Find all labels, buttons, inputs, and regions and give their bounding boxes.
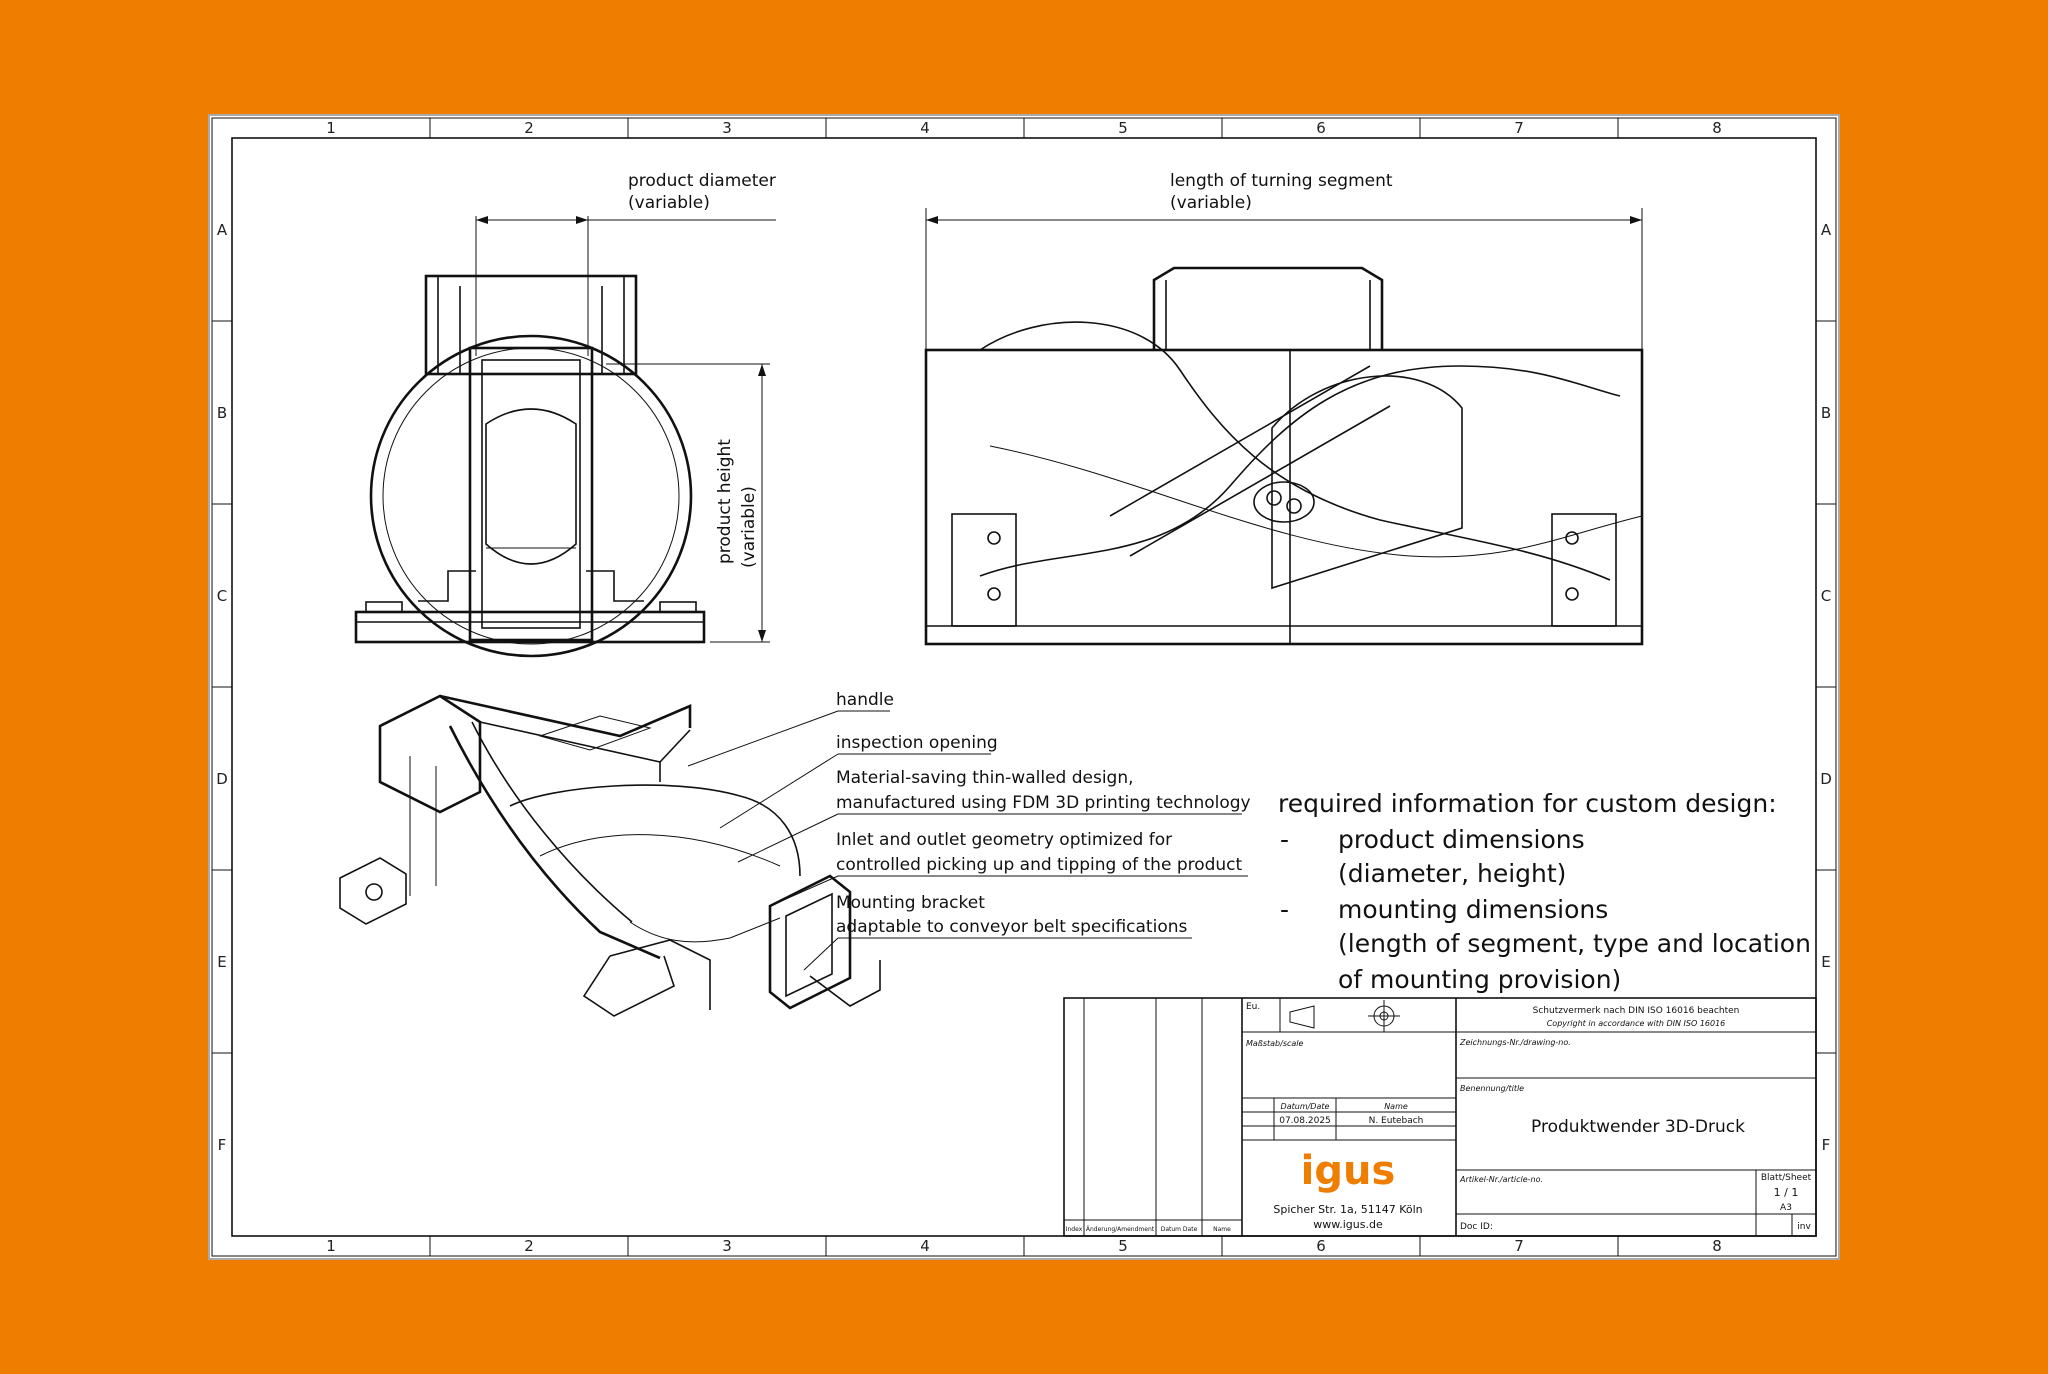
- requirement-1-line-2: (diameter, height): [1338, 859, 1566, 888]
- callout-inspection-opening: inspection opening: [836, 733, 998, 753]
- row-label-left-d: D: [216, 770, 228, 788]
- col-label-bottom-6: 6: [1316, 1237, 1326, 1255]
- col-label-bottom-1: 1: [326, 1237, 336, 1255]
- tb-eu: Eu.: [1246, 1002, 1260, 1012]
- tb-date: 07.08.2025: [1279, 1116, 1331, 1126]
- outer-frame: [211, 117, 1837, 1257]
- technical-drawing: 1 2 3 4 5 6 7 8 1 2 3 4 5 6 7 8 A B C D …: [211, 117, 1837, 1257]
- height-label-1: product height: [715, 439, 735, 564]
- tb-copyright-2: Copyright in accordance with DIN ISO 160…: [1547, 1019, 1726, 1028]
- row-label-left-a: A: [217, 221, 228, 239]
- height-label-2: (variable): [739, 486, 759, 568]
- tb-title: Produktwender 3D-Druck: [1531, 1117, 1745, 1137]
- col-label-bottom-4: 4: [920, 1237, 930, 1255]
- row-label-right-f: F: [1822, 1136, 1831, 1154]
- requirement-2-line-1: mounting dimensions: [1338, 895, 1608, 924]
- grid-ticks: [212, 118, 1836, 1256]
- tb-article-label: Artikel-Nr./article-no.: [1459, 1175, 1543, 1184]
- tb-scale-label: Maßstab/scale: [1246, 1039, 1304, 1048]
- row-label-right-b: B: [1821, 404, 1831, 422]
- tb-change: Änderung/Amendment: [1086, 1226, 1155, 1233]
- length-label-1: length of turning segment: [1170, 171, 1393, 191]
- tb-sheet-label: Blatt/Sheet: [1761, 1173, 1812, 1183]
- col-label-top-1: 1: [326, 119, 336, 137]
- col-label-top-4: 4: [920, 119, 930, 137]
- tb-rev-name: Name: [1213, 1226, 1231, 1233]
- row-label-right-e: E: [1821, 953, 1830, 971]
- tb-title-label: Benennung/title: [1460, 1084, 1524, 1093]
- row-label-left-e: E: [217, 953, 226, 971]
- callout-handle: handle: [836, 690, 894, 710]
- callout-material-2: manufactured using FDM 3D printing techn…: [836, 793, 1251, 813]
- inner-frame: [231, 137, 1817, 1237]
- col-label-top-8: 8: [1712, 119, 1722, 137]
- row-label-right-a: A: [1821, 221, 1832, 239]
- callout-inlet-2: controlled picking up and tipping of the…: [836, 855, 1243, 875]
- col-label-bottom-2: 2: [524, 1237, 534, 1255]
- front-view: [354, 216, 776, 658]
- tb-doc-id: Doc ID:: [1460, 1222, 1493, 1232]
- side-view: [924, 208, 1644, 646]
- requirements-bullet-2: -: [1280, 895, 1289, 924]
- isometric-view: [339, 694, 881, 1017]
- tb-name-label: Name: [1384, 1102, 1408, 1111]
- row-label-right-d: D: [1820, 770, 1832, 788]
- tb-drawing-no-label: Zeichnungs-Nr./drawing-no.: [1459, 1038, 1571, 1047]
- length-label-2: (variable): [1170, 193, 1252, 213]
- row-label-left-f: F: [218, 1136, 227, 1154]
- tb-rev-date: Datum Date: [1161, 1226, 1198, 1233]
- requirement-2-line-2: (length of segment, type and location: [1338, 929, 1811, 958]
- callout-mount-2: adaptable to conveyor belt specification…: [836, 917, 1187, 937]
- callout-inlet-1: Inlet and outlet geometry optimized for: [836, 830, 1172, 850]
- col-label-top-6: 6: [1316, 119, 1326, 137]
- requirements-heading: required information for custom design:: [1278, 789, 1777, 818]
- col-label-bottom-3: 3: [722, 1237, 732, 1255]
- tb-address: Spicher Str. 1a, 51147 Köln: [1273, 1203, 1422, 1216]
- tb-format: A3: [1780, 1203, 1792, 1213]
- row-label-left-b: B: [217, 404, 227, 422]
- tb-copyright-1: Schutzvermerk nach DIN ISO 16016 beachte…: [1533, 1006, 1740, 1016]
- col-label-top-2: 2: [524, 119, 534, 137]
- diameter-label-2: (variable): [628, 193, 710, 213]
- callout-mount-1: Mounting bracket: [836, 893, 985, 913]
- col-label-top-3: 3: [722, 119, 732, 137]
- title-block-lines: [1063, 997, 1817, 1237]
- tb-date-label: Datum/Date: [1281, 1102, 1330, 1111]
- col-label-top-7: 7: [1514, 119, 1524, 137]
- tb-index: Index: [1066, 1226, 1083, 1233]
- drawing-sheet: 1 2 3 4 5 6 7 8 1 2 3 4 5 6 7 8 A B C D …: [208, 114, 1840, 1260]
- col-label-top-5: 5: [1118, 119, 1128, 137]
- tb-name: N. Eutebach: [1369, 1116, 1424, 1126]
- tb-sheet-value: 1 / 1: [1774, 1186, 1799, 1199]
- igus-logo: igus: [1301, 1148, 1396, 1194]
- requirements-bullet-1: -: [1280, 825, 1289, 854]
- row-label-right-c: C: [1821, 587, 1831, 605]
- diameter-label-1: product diameter: [628, 171, 776, 191]
- callout-material-1: Material-saving thin-walled design,: [836, 768, 1134, 788]
- callout-leaders: [687, 710, 1248, 971]
- requirement-2-line-3: of mounting provision): [1338, 965, 1621, 994]
- col-label-bottom-5: 5: [1118, 1237, 1128, 1255]
- col-label-bottom-7: 7: [1514, 1237, 1524, 1255]
- row-label-left-c: C: [217, 587, 227, 605]
- col-label-bottom-8: 8: [1712, 1237, 1722, 1255]
- tb-inv: inv: [1797, 1222, 1811, 1232]
- requirement-1-line-1: product dimensions: [1338, 825, 1585, 854]
- tb-website: www.igus.de: [1313, 1218, 1383, 1231]
